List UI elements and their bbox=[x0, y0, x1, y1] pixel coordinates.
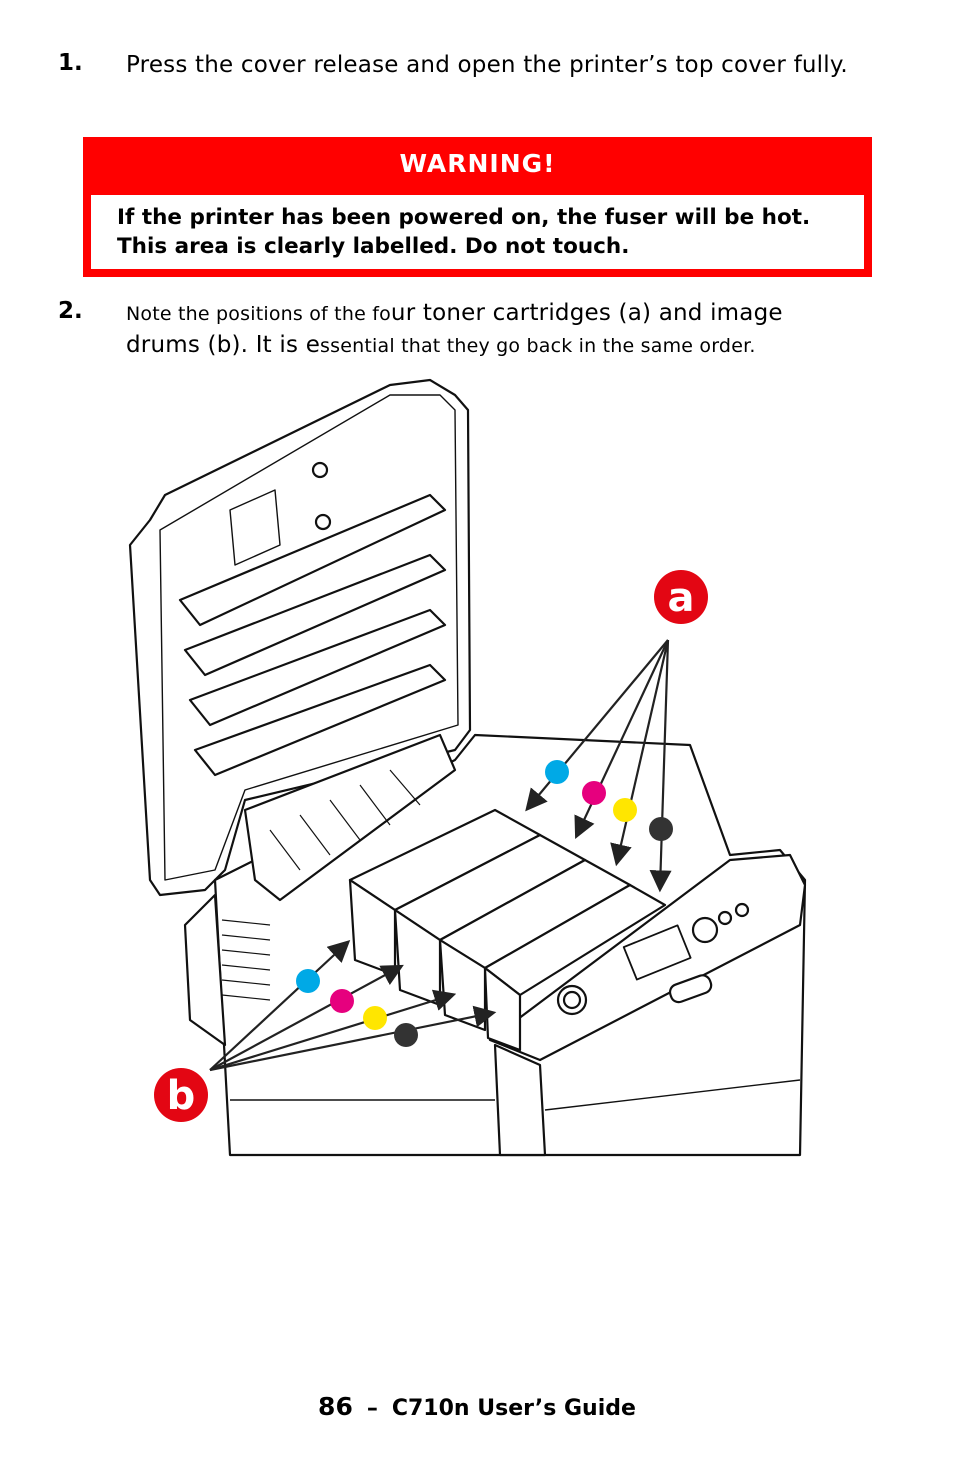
label-a: a bbox=[668, 575, 695, 621]
marker-cyan-a bbox=[545, 760, 569, 784]
led-bar-3 bbox=[188, 608, 447, 727]
front-door bbox=[493, 1043, 547, 1157]
marker-yellow-b bbox=[363, 1006, 387, 1030]
step-1-number: 1. bbox=[58, 50, 83, 76]
marker-yellow-a bbox=[613, 798, 637, 822]
marker-magenta-b bbox=[330, 989, 354, 1013]
side-vent bbox=[183, 893, 227, 1047]
step-2-text: Note the positions of the four toner car… bbox=[126, 298, 856, 362]
guide-title: C710n User’s Guide bbox=[391, 1396, 636, 1421]
label-b-circle bbox=[154, 1068, 208, 1122]
page-number: 86 bbox=[318, 1392, 353, 1421]
marker-magenta-a bbox=[582, 781, 606, 805]
marker-cyan-b bbox=[296, 969, 320, 993]
marker-black-b bbox=[394, 1023, 418, 1047]
printer-illustration: a b bbox=[128, 378, 807, 1157]
label-a-circle bbox=[654, 570, 708, 624]
led-bar-4 bbox=[193, 663, 447, 777]
footer-separator: – bbox=[366, 1396, 378, 1421]
led-bar-1 bbox=[178, 493, 447, 627]
step-2-text-part1: Note the positions of the fo bbox=[126, 303, 391, 325]
fuser-unit bbox=[243, 733, 457, 902]
label-b: b bbox=[167, 1073, 196, 1119]
step-1-text: Press the cover release and open the pri… bbox=[126, 52, 848, 78]
step-2-text-part2: ur toner cartridges (a) and image drums … bbox=[126, 300, 783, 358]
step-2-text-part3: ssential that they go back in the same o… bbox=[320, 335, 756, 357]
lcd-panel bbox=[622, 924, 692, 981]
warning-title: WARNING! bbox=[399, 149, 556, 178]
led-bar-2 bbox=[183, 553, 447, 677]
marker-black-a bbox=[649, 817, 673, 841]
page-footer: 86–C710n User’s Guide bbox=[0, 1392, 954, 1421]
warning-body: If the printer has been powered on, the … bbox=[91, 195, 864, 269]
warning-box: WARNING! If the printer has been powered… bbox=[83, 137, 872, 277]
step-2-number: 2. bbox=[58, 298, 83, 324]
